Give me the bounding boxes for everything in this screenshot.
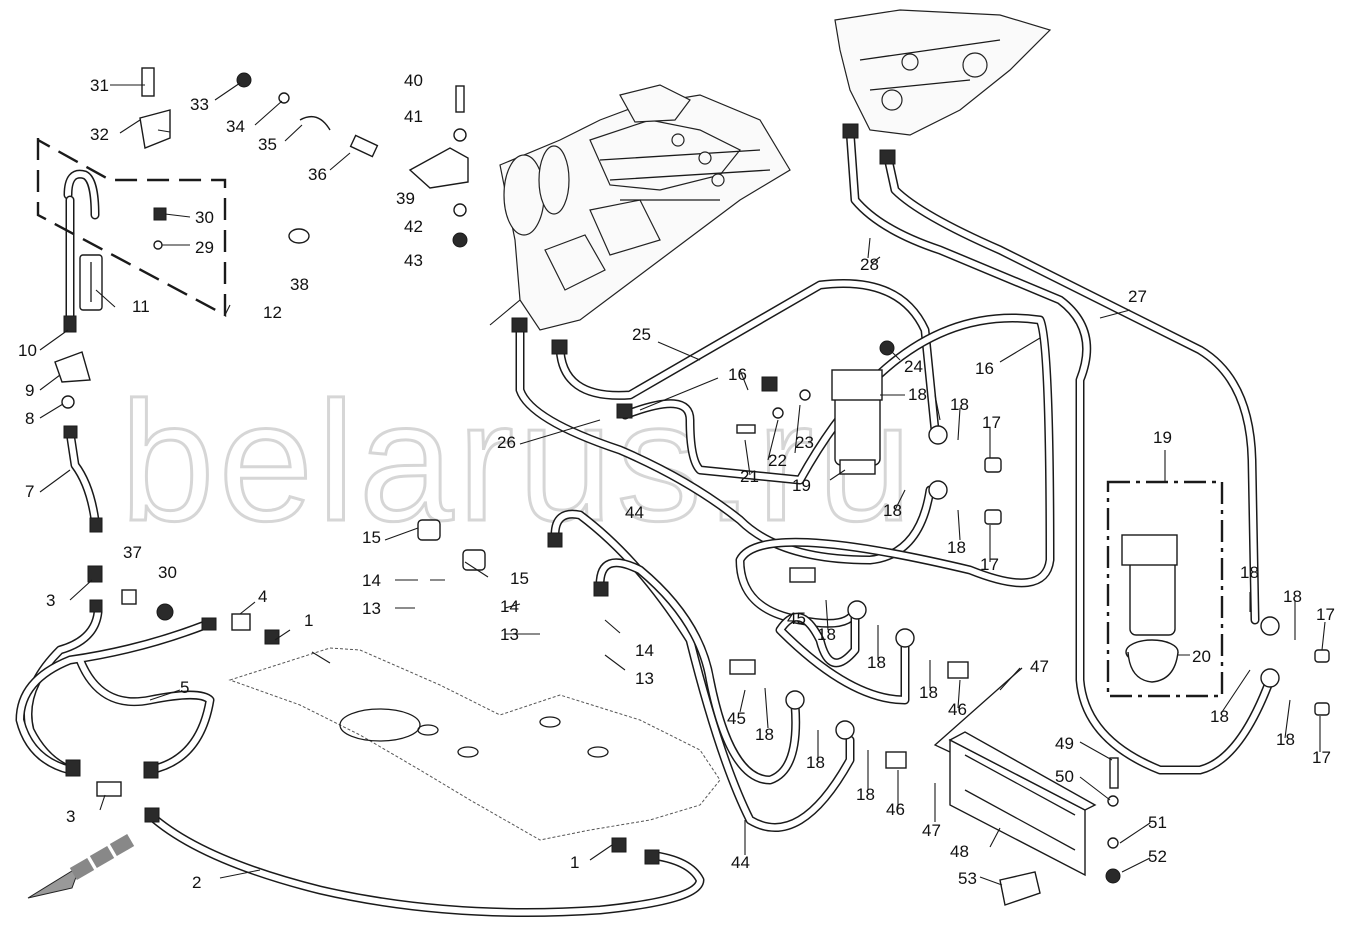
- callout-43: 43: [404, 251, 423, 270]
- callout-47b: 47: [922, 821, 941, 840]
- callout-2: 2: [192, 873, 201, 892]
- callout-9: 9: [25, 381, 34, 400]
- callout-23: 23: [795, 433, 814, 452]
- callout-47a: 47: [1030, 657, 1049, 676]
- callout-42: 42: [404, 217, 423, 236]
- callout-25: 25: [632, 325, 651, 344]
- fuel-tank: [228, 647, 721, 841]
- callout-18e: 18: [817, 625, 836, 644]
- callout-53: 53: [958, 869, 977, 888]
- fuel-lines: [15, 125, 1275, 917]
- callout-13b: 13: [500, 625, 519, 644]
- callout-49: 49: [1055, 734, 1074, 753]
- callout-48: 48: [950, 842, 969, 861]
- callout-37: 37: [123, 543, 142, 562]
- callout-30b: 30: [158, 563, 177, 582]
- filter-11: [79, 254, 103, 311]
- callout-14a: 14: [362, 571, 381, 590]
- callout-39: 39: [396, 189, 415, 208]
- engine-block: [499, 84, 791, 331]
- cooler-48: [948, 731, 1097, 877]
- callout-17c: 17: [1316, 605, 1335, 624]
- callout-35: 35: [258, 135, 277, 154]
- engine-block-right: [834, 9, 1052, 136]
- callout-10: 10: [18, 341, 37, 360]
- callout-11: 11: [132, 297, 150, 316]
- callout-18m: 18: [1210, 707, 1229, 726]
- callout-32: 32: [90, 125, 109, 144]
- callout-31: 31: [90, 76, 109, 95]
- callout-46b: 46: [886, 800, 905, 819]
- callout-22: 22: [768, 451, 787, 470]
- callout-18n: 18: [1276, 730, 1295, 749]
- callout-30a: 30: [195, 208, 214, 227]
- callout-40: 40: [404, 71, 423, 90]
- callout-19b: 19: [1153, 428, 1172, 447]
- callout-18j: 18: [856, 785, 875, 804]
- callout-3b: 3: [66, 807, 75, 826]
- callout-18f: 18: [867, 653, 886, 672]
- direction-arrow: [27, 833, 135, 899]
- callout-50: 50: [1055, 767, 1074, 786]
- callout-15b: 15: [510, 569, 529, 588]
- callout-26: 26: [497, 433, 516, 452]
- callout-51: 51: [1148, 813, 1167, 832]
- callout-14c: 14: [635, 641, 654, 660]
- callout-18l: 18: [1283, 587, 1302, 606]
- callout-17a: 17: [982, 413, 1001, 432]
- callout-16b: 16: [975, 359, 994, 378]
- callout-44b: 44: [731, 853, 750, 872]
- fittings: [54, 67, 1330, 906]
- callout-17b: 17: [980, 555, 999, 574]
- callout-27: 27: [1128, 287, 1147, 306]
- callout-18c: 18: [883, 501, 902, 520]
- callout-52: 52: [1148, 847, 1167, 866]
- callout-13a: 13: [362, 599, 381, 618]
- callout-18g: 18: [919, 683, 938, 702]
- callout-8: 8: [25, 409, 34, 428]
- callout-18b: 18: [950, 395, 969, 414]
- callout-18d: 18: [947, 538, 966, 557]
- callout-19a: 19: [792, 476, 811, 495]
- callout-16a: 16: [728, 365, 747, 384]
- bracket-47: [933, 667, 1023, 753]
- callout-14b: 14: [500, 597, 519, 616]
- callout-1b: 1: [570, 853, 579, 872]
- kit-frame-12: [36, 138, 227, 318]
- callout-18i: 18: [806, 753, 825, 772]
- watermark: belarus.ru: [120, 367, 916, 557]
- callout-13c: 13: [635, 669, 654, 688]
- callout-leaders: [39, 82, 1326, 886]
- callout-45a: 45: [787, 609, 806, 628]
- callout-44a: 44: [625, 503, 644, 522]
- callout-24: 24: [904, 357, 923, 376]
- fuel-filter-20-kit: [1121, 534, 1179, 683]
- callout-7: 7: [25, 482, 34, 501]
- callout-18h: 18: [755, 725, 774, 744]
- callout-21: 21: [740, 467, 759, 486]
- callout-28: 28: [860, 255, 879, 274]
- callout-20: 20: [1192, 647, 1211, 666]
- callout-15a: 15: [362, 528, 381, 547]
- fuel-filter-19: [831, 369, 883, 475]
- callout-18a: 18: [908, 385, 927, 404]
- callout-33: 33: [190, 95, 209, 114]
- callout-4: 4: [258, 587, 267, 606]
- callout-45b: 45: [727, 709, 746, 728]
- callout-29: 29: [195, 238, 214, 257]
- callout-5: 5: [180, 678, 189, 697]
- callout-1: 1: [304, 611, 313, 630]
- callout-34: 34: [226, 117, 245, 136]
- callout-labels: 1 1 2 3 3 4 5 7 8 9 10 11 12 13 13 13 13…: [18, 71, 1335, 892]
- callout-36: 36: [308, 165, 327, 184]
- callout-18k: 18: [1240, 563, 1259, 582]
- callout-41: 41: [404, 107, 423, 126]
- callout-3: 3: [46, 591, 55, 610]
- callout-38: 38: [290, 275, 309, 294]
- callout-46a: 46: [948, 700, 967, 719]
- callout-17d: 17: [1312, 748, 1331, 767]
- callout-12: 12: [263, 303, 282, 322]
